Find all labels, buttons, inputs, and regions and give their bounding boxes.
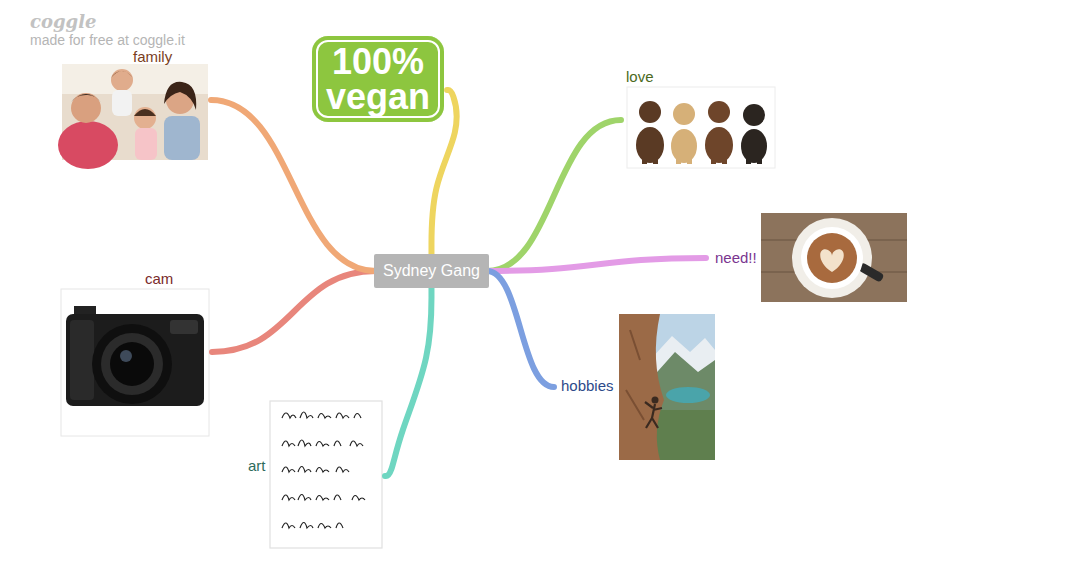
branch-label: family	[133, 49, 172, 65]
coffee-photo	[761, 213, 907, 302]
camera-photo	[61, 289, 209, 436]
branch-label: cam	[145, 271, 173, 287]
branch-connector	[487, 271, 554, 387]
love-branch: love	[624, 66, 775, 168]
badge-text: 100% vegan	[326, 44, 430, 114]
cam-branch: cam	[61, 268, 209, 436]
dogs-photo	[627, 87, 775, 168]
branch-connector	[385, 286, 431, 476]
art-branch: art	[246, 401, 382, 548]
branch-connector	[487, 258, 706, 271]
branch-label: need!!	[715, 250, 757, 266]
branch-connector	[212, 271, 376, 352]
branch-connector	[487, 120, 621, 271]
branch-label: hobbies	[561, 378, 614, 394]
watermark-logo: coggle	[30, 12, 96, 32]
watermark-note: made for free at coggle.it	[30, 32, 185, 48]
family-photo	[58, 64, 208, 169]
branch-connector	[211, 100, 376, 271]
central-topic: Sydney Gang	[374, 254, 489, 288]
badge-node: 100% vegan	[312, 36, 444, 122]
climbing-photo	[619, 314, 715, 460]
family-branch: family	[62, 46, 208, 160]
branch-label: love	[626, 69, 654, 85]
hobbies-branch: hobbies	[557, 314, 715, 460]
branch-label: art	[248, 458, 266, 474]
lettering-card	[270, 401, 382, 548]
topic-text: Sydney Gang	[383, 261, 480, 281]
need-branch: need!!	[709, 213, 907, 302]
